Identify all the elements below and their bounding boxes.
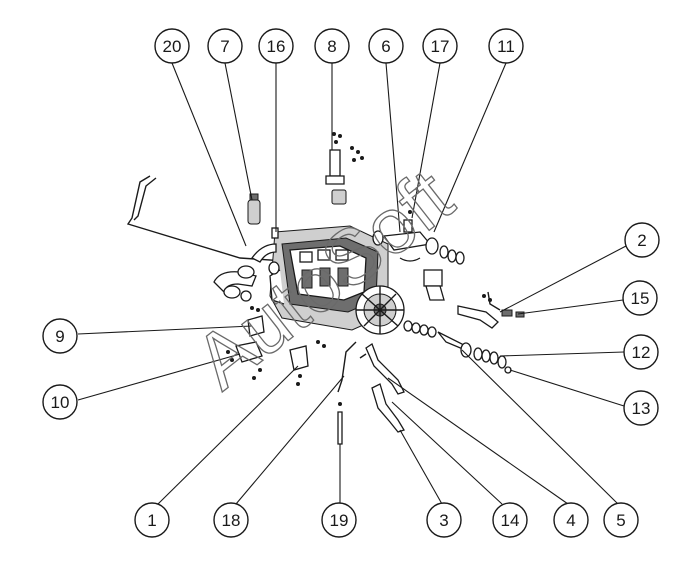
callout-16: 16 bbox=[258, 28, 294, 64]
callout-1: 1 bbox=[134, 502, 170, 538]
callout-label: 13 bbox=[632, 399, 651, 418]
callout-6: 6 bbox=[368, 28, 404, 64]
callout-label: 15 bbox=[631, 289, 650, 308]
callout-label: 19 bbox=[330, 511, 349, 530]
callout-2: 2 bbox=[624, 222, 660, 258]
callout-18: 18 bbox=[213, 502, 249, 538]
callout-19: 19 bbox=[321, 502, 357, 538]
callout-label: 20 bbox=[163, 37, 182, 56]
callout-12: 12 bbox=[623, 334, 659, 370]
callout-5: 5 bbox=[603, 502, 639, 538]
callout-label: 9 bbox=[55, 327, 64, 346]
callout-11: 11 bbox=[488, 28, 524, 64]
callout-label: 7 bbox=[220, 37, 229, 56]
callout-label: 3 bbox=[439, 511, 448, 530]
callout-14: 14 bbox=[492, 502, 528, 538]
callout-20: 20 bbox=[154, 28, 190, 64]
callout-label: 12 bbox=[632, 343, 651, 362]
callout-label: 8 bbox=[327, 37, 336, 56]
bracket-stack-8 bbox=[325, 132, 364, 205]
callout-label: 11 bbox=[497, 37, 515, 56]
callout-4: 4 bbox=[553, 502, 589, 538]
callout-label: 18 bbox=[222, 511, 241, 530]
callout-9: 9 bbox=[42, 318, 78, 354]
callout-15: 15 bbox=[622, 280, 658, 316]
callout-label: 17 bbox=[431, 37, 450, 56]
callout-label: 2 bbox=[637, 231, 646, 250]
callout-3: 3 bbox=[426, 502, 462, 538]
callout-label: 14 bbox=[501, 511, 520, 530]
callout-13: 13 bbox=[623, 390, 659, 426]
callout-8: 8 bbox=[314, 28, 350, 64]
engine-assembly-drawing bbox=[126, 132, 525, 445]
callout-17: 17 bbox=[422, 28, 458, 64]
leader-lines bbox=[77, 62, 627, 505]
callout-label: 10 bbox=[51, 393, 70, 412]
callout-label: 5 bbox=[616, 511, 625, 530]
callout-10: 10 bbox=[42, 384, 78, 420]
callout-label: 4 bbox=[566, 511, 575, 530]
callout-label: 6 bbox=[381, 37, 390, 56]
callout-label: 16 bbox=[267, 37, 286, 56]
callout-7: 7 bbox=[207, 28, 243, 64]
callout-label: 1 bbox=[147, 511, 156, 530]
